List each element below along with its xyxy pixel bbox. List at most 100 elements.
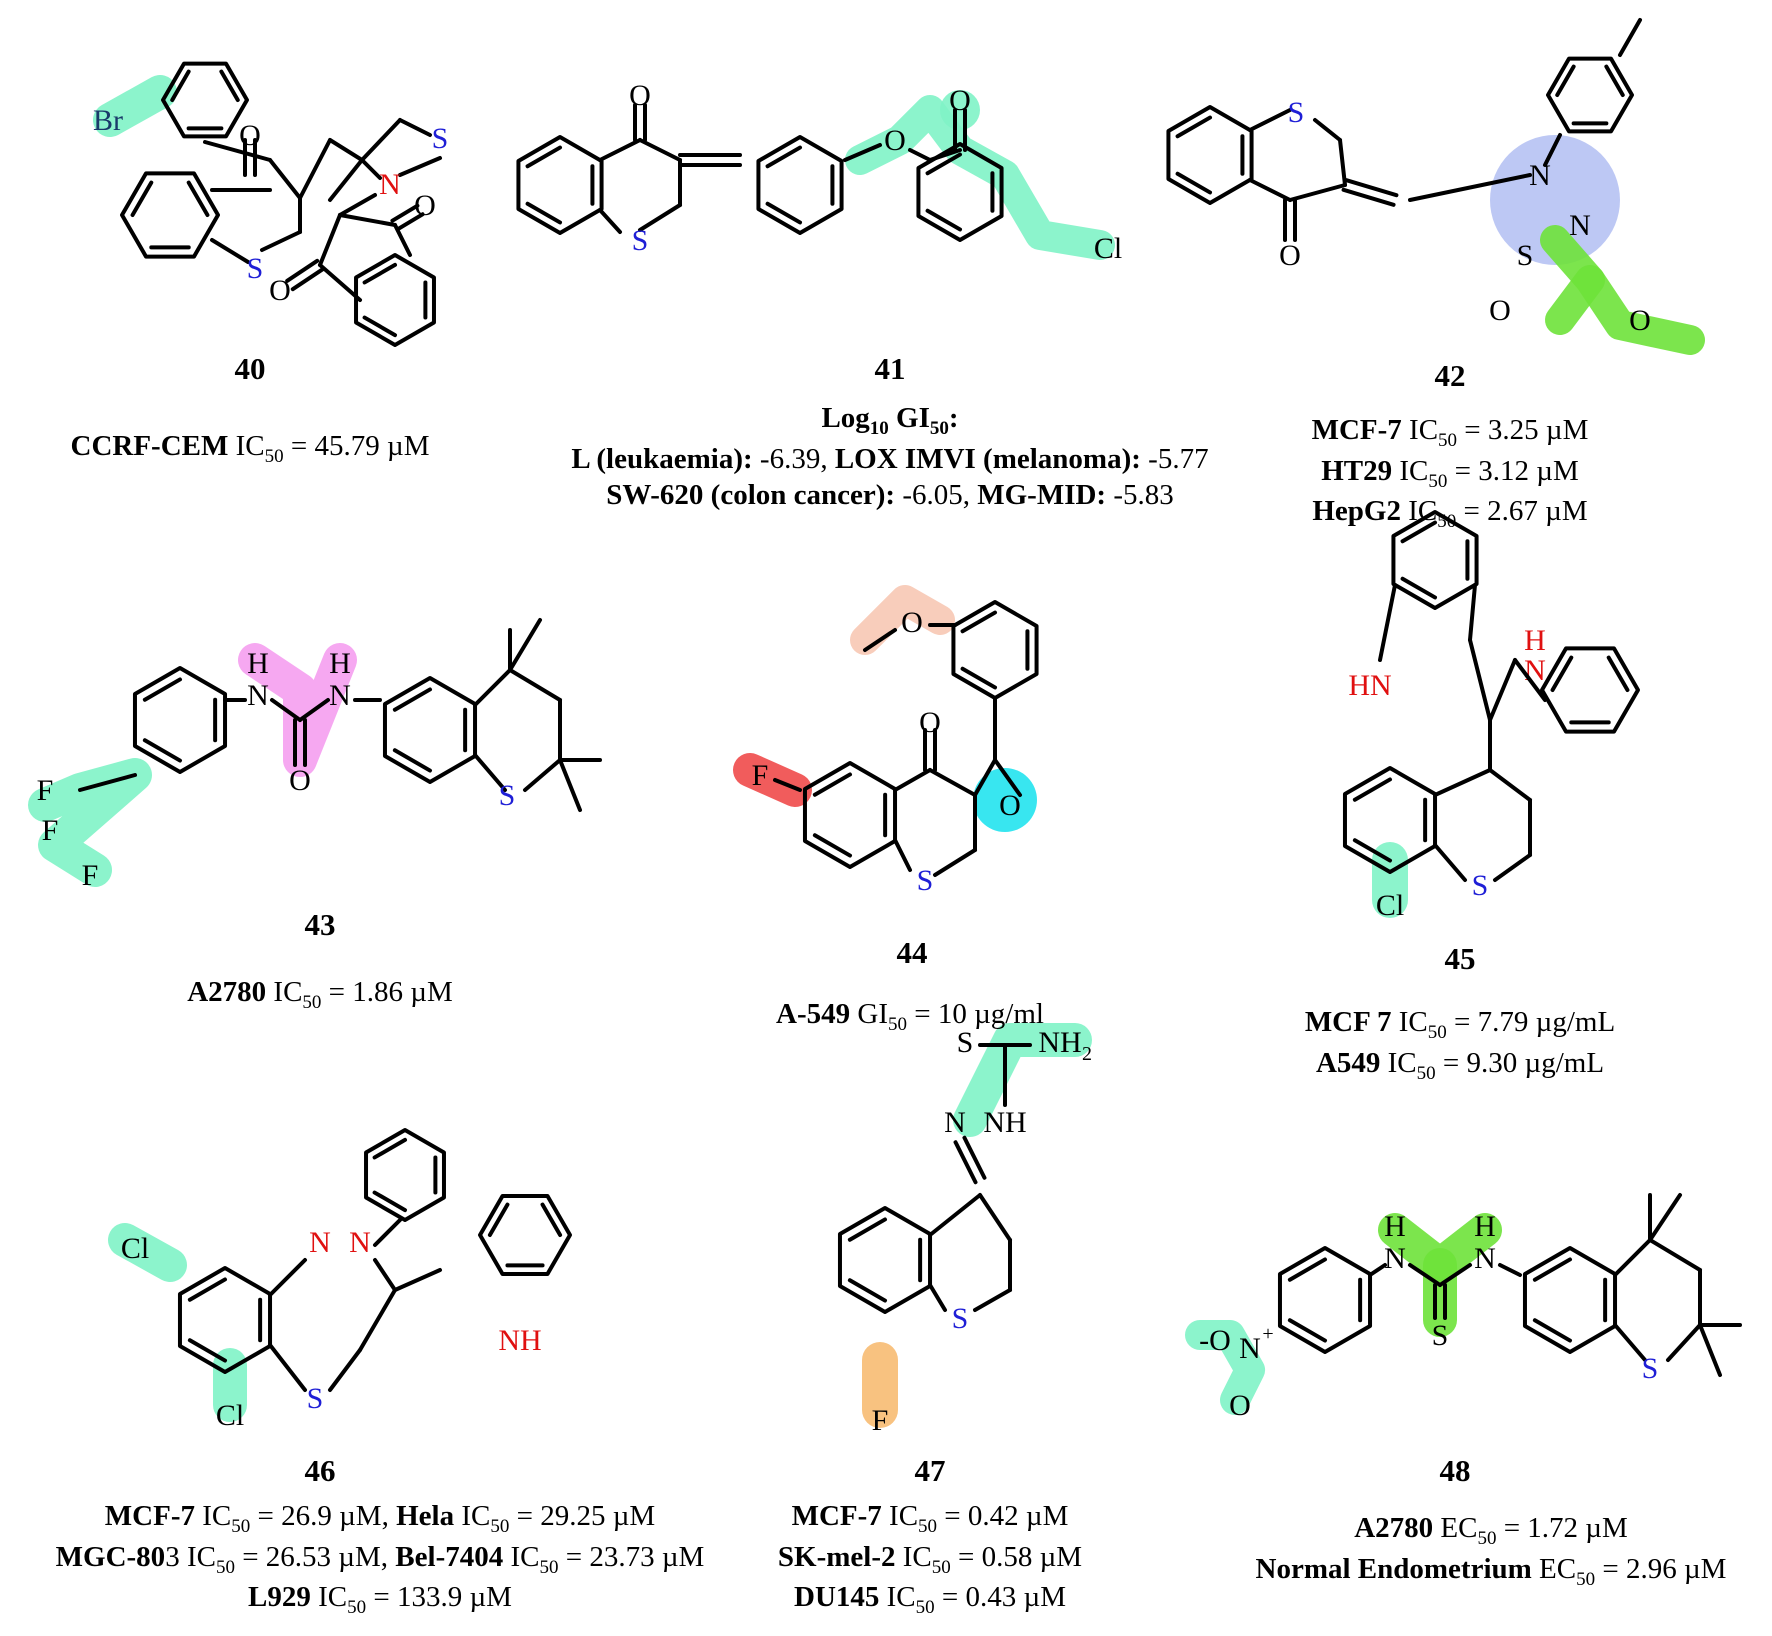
activity-value: = 2.67 µM: [1456, 495, 1588, 528]
bond: [523, 758, 562, 792]
ring: [364, 1128, 446, 1222]
activity-value: IC: [454, 1500, 491, 1532]
activity-line: SK-mel-2 IC50 = 0.58 µM: [740, 1539, 1120, 1580]
cell-line-name: SK-mel-2: [777, 1540, 896, 1573]
highlight: [973, 768, 1037, 832]
oxygen-atom: O: [1629, 304, 1651, 337]
bond: [1368, 1263, 1387, 1277]
bond: [398, 118, 432, 137]
cell-line-name: A2780: [187, 976, 267, 1008]
oxygen-atom: O: [269, 274, 291, 307]
ring: [516, 135, 604, 235]
sulfur-atom: S: [917, 864, 934, 897]
activity-line: MCF-7 IC50 = 3.25 µM: [1250, 412, 1650, 453]
activity-value: = 26.9 µM,: [250, 1500, 397, 1532]
bond: [928, 1193, 982, 1237]
subscript: 50: [302, 991, 322, 1013]
cell-line-name: Normal Endometrium: [1255, 1552, 1532, 1585]
bond: [268, 1258, 307, 1297]
hydrogen-atom: H: [329, 647, 351, 680]
compound-44-activity: A-549 GI50 = 10 µg/ml: [700, 996, 1120, 1037]
activity-value: IC: [1392, 454, 1429, 487]
oxygen-anion: -O: [1199, 1324, 1231, 1357]
ring: [1546, 56, 1634, 134]
activity-value: IC: [895, 1540, 932, 1573]
activity-line: MGC-803 IC50 = 26.53 µM, Bel-7404 IC50 =…: [0, 1539, 760, 1580]
bond: [1468, 583, 1477, 642]
nh2-atom: NH: [1038, 1026, 1081, 1059]
aromatic-bond: [1175, 171, 1212, 195]
nh-atom: NH: [983, 1106, 1026, 1139]
nitrogen-atom: N: [1384, 1242, 1406, 1275]
aromatic-bond: [960, 610, 997, 634]
activity-value: IC: [1401, 495, 1438, 528]
highlight: [93, 75, 177, 137]
aromatic-bond: [1352, 838, 1392, 863]
activity-value: IC: [503, 1540, 540, 1573]
sulfur-atom: S: [952, 1302, 969, 1335]
compound-number: 46: [304, 1453, 336, 1488]
oxygen-atom: O: [1279, 239, 1301, 272]
hydrogen-atom: H: [1524, 624, 1546, 657]
bond: [508, 668, 562, 702]
activity-value: -5.77: [1140, 442, 1209, 475]
activity-value: = 133.9 µM: [366, 1581, 512, 1614]
oxygen-atom: O: [1229, 1389, 1251, 1422]
bond: [843, 143, 882, 162]
double-bond: [953, 1140, 978, 1185]
compound-number: 40: [234, 351, 266, 386]
aromatic-bond: [1550, 655, 1574, 692]
sulfur-atom: S: [1472, 869, 1489, 902]
cell-line-name: DU145: [794, 1581, 880, 1614]
activity-line: HT29 IC50 = 3.12 µM: [1250, 453, 1650, 494]
nitrogen-atom: N: [944, 1106, 966, 1139]
sulfur-atom: S: [307, 1382, 324, 1415]
activity-text: A-549 GI50 = 10 µg/ml: [700, 996, 1120, 1037]
compound-41-block: 41: [790, 350, 990, 389]
bond: [863, 628, 897, 652]
highlight: [940, 90, 980, 130]
fluorine-atom: F: [42, 814, 59, 847]
aromatic-bond: [187, 1338, 227, 1363]
bond: [638, 138, 682, 162]
bromine-atom: Br: [93, 104, 123, 137]
cell-line-name: CCRF-CEM: [70, 430, 229, 462]
sulfur-atom: S: [632, 224, 649, 257]
aromatic-bond: [847, 1217, 887, 1242]
highlight: [1545, 265, 1605, 335]
ring: [120, 171, 220, 259]
oxygen-atom: O: [239, 119, 261, 152]
nitrogen-atom: N: [1474, 1242, 1496, 1275]
bond: [508, 618, 542, 672]
sulfur-atom: S: [247, 252, 264, 285]
subscript: 50: [915, 1596, 935, 1618]
activity-value: -6.05,: [895, 478, 978, 511]
ring: [756, 135, 844, 235]
bond: [928, 768, 977, 797]
ring: [837, 1206, 933, 1314]
bond: [268, 158, 302, 200]
oxygen-atom: O: [901, 606, 923, 639]
aromatic-bond: [487, 1202, 510, 1237]
nitrogen-cation: N: [1239, 1332, 1261, 1365]
subscript: 2: [1082, 1043, 1092, 1065]
bond: [473, 753, 507, 792]
charge: +: [1262, 1323, 1273, 1345]
aromatic-bond: [130, 180, 154, 217]
aromatic-bond: [1287, 1318, 1327, 1343]
aromatic-bond: [186, 180, 210, 217]
compound-45-block: 45: [1360, 940, 1560, 979]
sulfur-atom: S: [1288, 96, 1305, 129]
bond: [298, 698, 330, 722]
aromatic-bond: [1604, 64, 1625, 97]
subscript: 50: [231, 1515, 251, 1537]
cell-line-name: MCF-7: [791, 1500, 882, 1532]
activity-value: = 3.25 µM: [1457, 414, 1589, 446]
compound-48-block: 48: [1355, 1452, 1555, 1491]
aromatic-bond: [1555, 64, 1576, 97]
aromatic-bond: [392, 687, 432, 712]
bond: [928, 1283, 947, 1312]
